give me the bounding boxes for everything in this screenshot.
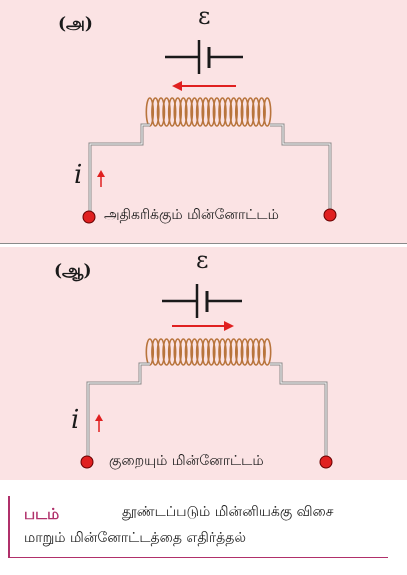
coil-loop (162, 97, 171, 127)
coil-loop (251, 97, 261, 127)
solenoid-coil (145, 97, 272, 127)
coil-loop (195, 338, 205, 366)
coil-loop (184, 97, 194, 127)
coil-loop (173, 97, 183, 127)
coil-loop (218, 97, 227, 127)
coil-loop (240, 338, 250, 366)
battery-symbol (165, 40, 243, 74)
panel-divider (0, 243, 407, 247)
coil-loop (246, 338, 255, 366)
caption-text-line1: தூண்டப்படும் மின்னியக்கு விசை (122, 504, 334, 520)
coil-loop (156, 338, 166, 366)
coil-loop (179, 338, 188, 366)
coil-loop (223, 97, 233, 127)
coil-loop (240, 97, 250, 127)
coil-loop (179, 97, 188, 127)
coil-loop (257, 97, 266, 127)
current-state-label: குறையும் மின்னோட்டம் (109, 453, 264, 469)
coil-loop (201, 338, 210, 366)
terminal-left (82, 210, 96, 224)
current-direction-arrow (97, 170, 105, 187)
circuit-wire (88, 123, 332, 212)
coil-loop (190, 338, 199, 366)
emf-symbol: ε (198, 2, 211, 30)
circuit-diagram-b (80, 284, 333, 469)
battery-symbol (162, 284, 242, 318)
terminal-left (80, 455, 94, 469)
current-symbol: i (74, 160, 83, 190)
coil-loop (212, 338, 222, 366)
coil-loop (262, 338, 272, 366)
coil-loop (234, 338, 244, 366)
current-state-label: அதிகரிக்கும் மின்னோட்டம் (104, 207, 279, 223)
panel-label: (அ) (58, 14, 93, 34)
induced-emf-arrow (172, 321, 234, 331)
coil-loop (190, 97, 199, 127)
coil-loop (151, 338, 160, 366)
panel-increasing-current: (அ) ε i அதிகரிக்கும் மின்னோட்டம் (0, 0, 407, 243)
coil-loop (201, 97, 210, 127)
coil-loop (156, 97, 166, 127)
coil-loop (151, 97, 160, 127)
coil-loop (167, 97, 177, 127)
emf-symbol: ε (196, 246, 209, 274)
figure-caption: படம் தூண்டப்படும் மின்னியக்கு விசை மாறும… (8, 496, 388, 558)
coil-loop (251, 338, 261, 366)
current-direction-arrow (95, 414, 103, 432)
current-symbol: i (71, 405, 80, 435)
coil-loop (195, 97, 205, 127)
coil-loop (207, 338, 216, 366)
terminal-right (323, 208, 337, 222)
coil-loop (212, 97, 222, 127)
coil-loop (229, 97, 238, 127)
caption-text-line2: மாறும் மின்னோட்டத்தை எதிர்த்தல் (24, 530, 246, 546)
induced-emf-arrow (172, 81, 236, 91)
caption-title: படம் (24, 505, 60, 523)
coil-loop (184, 338, 194, 366)
coil-loop (167, 338, 177, 366)
solenoid-coil (145, 338, 272, 366)
coil-loop (262, 97, 272, 127)
coil-loop (234, 97, 244, 127)
circuit-wire (86, 362, 328, 457)
coil-loop (229, 338, 238, 366)
coil-loop (173, 338, 183, 366)
coil-loop (223, 338, 233, 366)
coil-loop (246, 97, 255, 127)
circuit-diagram-a (82, 40, 337, 224)
panel-label: (ஆ) (54, 261, 92, 281)
panel-decreasing-current: (ஆ) ε i குறையும் மின்னோட்டம் (0, 246, 407, 480)
coil-loop (257, 338, 266, 366)
coil-loop (162, 338, 171, 366)
terminal-right (319, 455, 333, 469)
coil-loop (207, 97, 216, 127)
coil-loop (218, 338, 227, 366)
